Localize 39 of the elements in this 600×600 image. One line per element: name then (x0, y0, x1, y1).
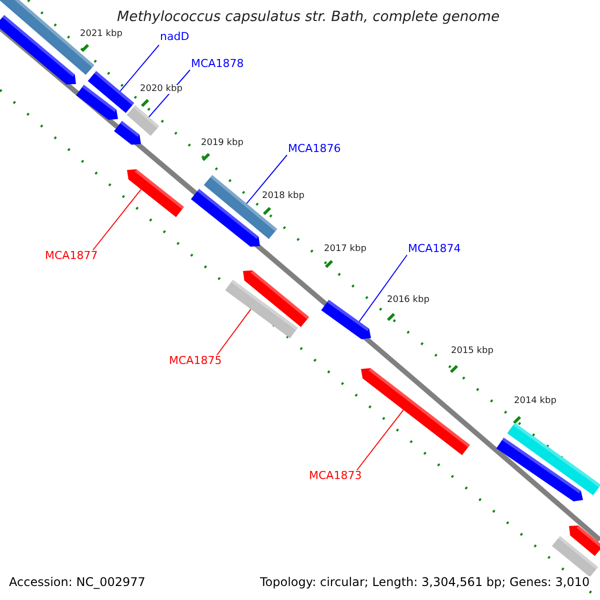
leader-line (358, 254, 408, 322)
gene-bar (243, 270, 310, 327)
gene-bar (361, 368, 470, 456)
footer-text: Topology: circular; Length: 3,304,561 bp; Genes: 3,010 (260, 576, 590, 588)
leader-line (92, 188, 142, 250)
gene-bar (0, 15, 76, 84)
gene-bar (114, 120, 141, 145)
scale-label: 2020 kbp (140, 85, 182, 94)
scale-label: 2016 kbp (387, 296, 430, 305)
leader-line (246, 154, 288, 204)
gene-label: nadD (160, 31, 190, 42)
scale-label: 2017 kbp (324, 245, 366, 254)
gene-label: MCA1876 (288, 143, 341, 154)
scale-label: 2014 kbp (514, 397, 556, 406)
gene-label: MCA1878 (191, 58, 244, 69)
gene-label: MCA1874 (408, 243, 461, 254)
gene-bar (496, 438, 583, 502)
gene-bar (552, 536, 598, 577)
gene-bar (76, 84, 118, 120)
gene-bar (126, 105, 160, 136)
leader-line (120, 44, 160, 92)
gene-bar (225, 280, 298, 338)
gene-bar (507, 422, 600, 496)
diagram-title: Methylococcus capsulatus str. Bath, complete genome (117, 10, 500, 24)
footer-text: Accession: NC_002977 (9, 576, 146, 588)
gene-bar (190, 188, 260, 247)
gene-bar (321, 300, 371, 340)
gene-bar (569, 526, 600, 556)
gene-bar (88, 71, 134, 113)
scale-label: 2021 kbp (80, 30, 122, 39)
gene-label: MCA1875 (169, 355, 222, 366)
scale-label: 2018 kbp (262, 192, 304, 201)
scale-label: 2015 kbp (451, 347, 494, 356)
scale-label: 2019 kbp (201, 139, 244, 148)
leader-line (216, 308, 252, 356)
gene-label: MCA1873 (309, 470, 362, 481)
gene-bar (127, 169, 184, 218)
gene-label: MCA1877 (45, 250, 98, 261)
leader-line (356, 409, 404, 470)
